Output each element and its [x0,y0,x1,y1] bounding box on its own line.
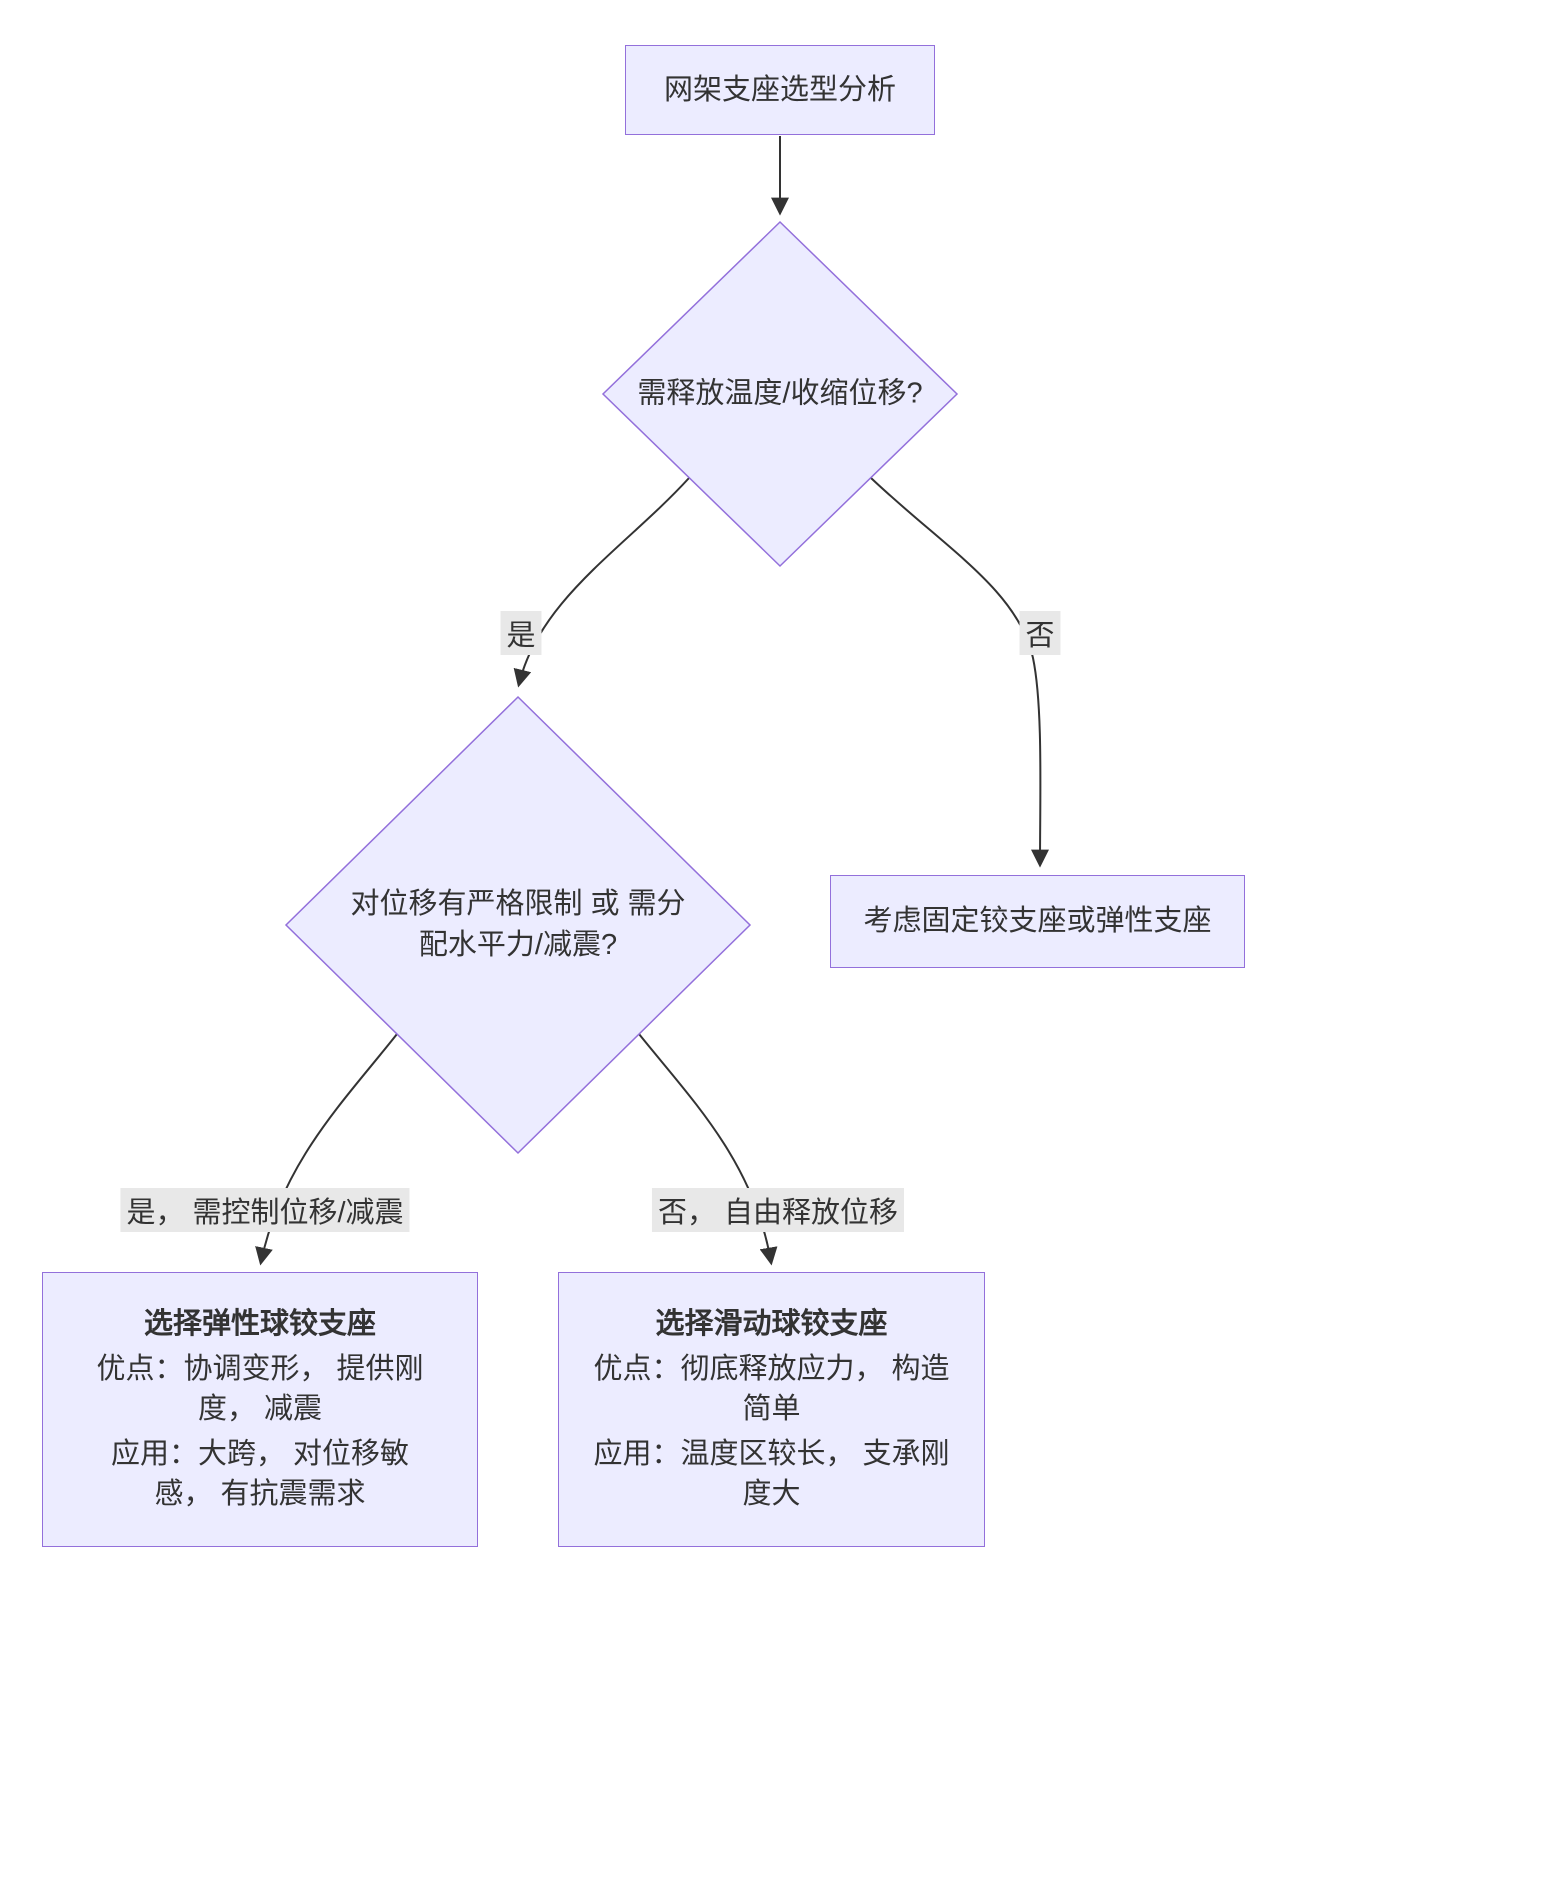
edge-label-yes: 是 [500,611,542,655]
node-elastic-pros: 优点：协调变形， 提供刚度， 减震 [96,1352,424,1426]
node-elastic-title: 选择弹性球铰支座 [143,1308,376,1341]
edge-decision1-no [870,477,1050,868]
node-sliding-ball-hinge: 选择滑动球铰支座 优点：彻底释放应力， 构造简单 应用：温度区较长， 支承刚度大 [558,1272,985,1547]
node-sliding-title: 选择滑动球铰支座 [655,1308,888,1341]
edge-decision1-yes [513,477,690,688]
edge-label-no-free: 否， 自由释放位移 [651,1188,905,1232]
node-root-label: 网架支座选型分析 [663,73,896,106]
decision1-diamond-shape [601,220,959,568]
node-fixed-hinge-label: 考虑固定铰支座或弹性支座 [863,905,1212,938]
node-sliding-pros: 优点：彻底释放应力， 构造简单 [593,1352,950,1426]
edge-label-yes-control: 是， 需控制位移/减震 [120,1188,410,1232]
node-fixed-hinge: 考虑固定铰支座或弹性支座 [830,875,1245,968]
node-sliding-apps: 应用：温度区较长， 支承刚度大 [593,1437,950,1511]
node-decision1-label: 需释放温度/收缩位移? [637,377,923,410]
decision2-diamond-shape [284,695,752,1155]
node-decision2-label: 对位移有严格限制 或 需分配水平力/减震? [350,887,686,961]
edge-label-no: 否 [1019,611,1061,655]
node-elastic-ball-hinge: 选择弹性球铰支座 优点：协调变形， 提供刚度， 减震 应用：大跨， 对位移敏感，… [42,1272,478,1547]
node-elastic-apps: 应用：大跨， 对位移敏感， 有抗震需求 [110,1437,410,1511]
node-root: 网架支座选型分析 [625,45,935,135]
